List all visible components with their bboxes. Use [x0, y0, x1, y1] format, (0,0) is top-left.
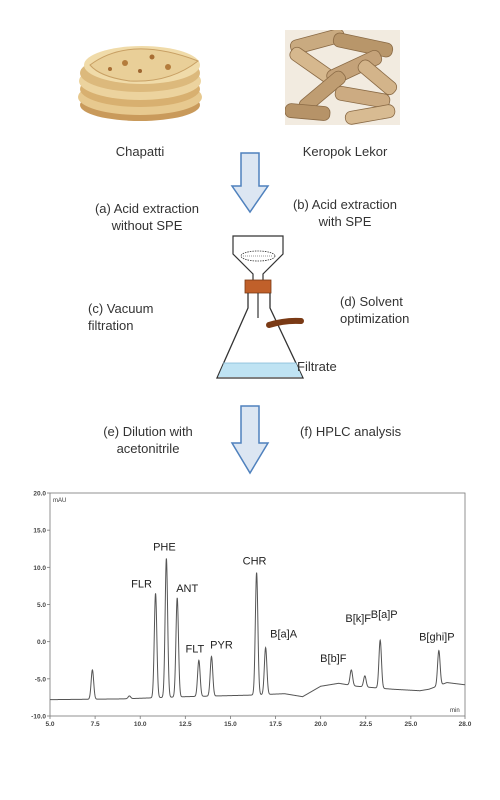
y-tick-label: -10.0	[31, 714, 46, 721]
y-tick-label: -5.0	[35, 676, 47, 683]
x-tick-label: 5.0	[45, 721, 54, 728]
step-c-label: (c) Vacuum filtration	[88, 301, 154, 333]
x-tick-label: 25.0	[405, 721, 418, 728]
x-tick-label: 22.5	[359, 721, 372, 728]
chapatti-image	[78, 46, 202, 121]
step-e-label: (e) Dilution with acetonitrile	[103, 424, 193, 456]
x-tick-label: 28.0	[459, 721, 472, 728]
peak-label: PYR	[210, 640, 233, 652]
x-axis-unit: min	[450, 708, 460, 714]
peak-label: FLT	[185, 643, 204, 655]
x-tick-label: 15.0	[224, 721, 237, 728]
peak-label: B[a]P	[371, 609, 398, 621]
chromatogram-trace	[49, 558, 466, 701]
step-b-label: (b) Acid extraction with SPE	[292, 197, 398, 229]
keropok-lekor-image	[285, 30, 400, 125]
y-axis-unit: mAU	[53, 498, 66, 504]
y-tick-label: 5.0	[37, 602, 46, 609]
peak-label: B[a]A	[270, 629, 298, 641]
chapatti-label: Chapatti	[115, 144, 165, 159]
step-a-label: (a) Acid extraction without SPE	[94, 201, 200, 233]
x-tick-label: 12.5	[179, 721, 192, 728]
y-tick-label: 0.0	[37, 639, 46, 646]
filtrate-label: Filtrate	[297, 359, 337, 374]
y-tick-label: 15.0	[33, 528, 46, 535]
x-tick-label: 20.0	[314, 721, 327, 728]
peak-label: CHR	[243, 556, 267, 568]
x-tick-label: 17.5	[269, 721, 282, 728]
x-tick-label: 10.0	[134, 721, 147, 728]
peak-label: B[k]F	[345, 613, 371, 625]
peak-label: B[b]F	[320, 653, 347, 665]
down-arrow-icon	[230, 152, 270, 214]
filtration-flask-diagram	[216, 235, 305, 379]
peak-label: PHE	[153, 541, 176, 553]
step-f-label: (f) HPLC analysis	[300, 424, 402, 439]
hplc-chromatogram: mAU min 20.0 15.0 10.0 5.0 0.0 -5.0 -10.0 5.0 7…	[31, 491, 472, 729]
peak-label: ANT	[176, 583, 198, 595]
x-tick-label: 7.5	[91, 721, 100, 728]
down-arrow-icon	[230, 405, 270, 475]
y-tick-label: 10.0	[33, 565, 46, 572]
y-tick-label: 20.0	[33, 491, 46, 498]
step-d-label: (d) Solvent optimization	[340, 294, 410, 326]
peak-label: FLR	[131, 578, 152, 590]
keropok-lekor-label: Keropok Lekor	[302, 144, 388, 159]
peak-label: B[ghi]P	[419, 632, 454, 644]
